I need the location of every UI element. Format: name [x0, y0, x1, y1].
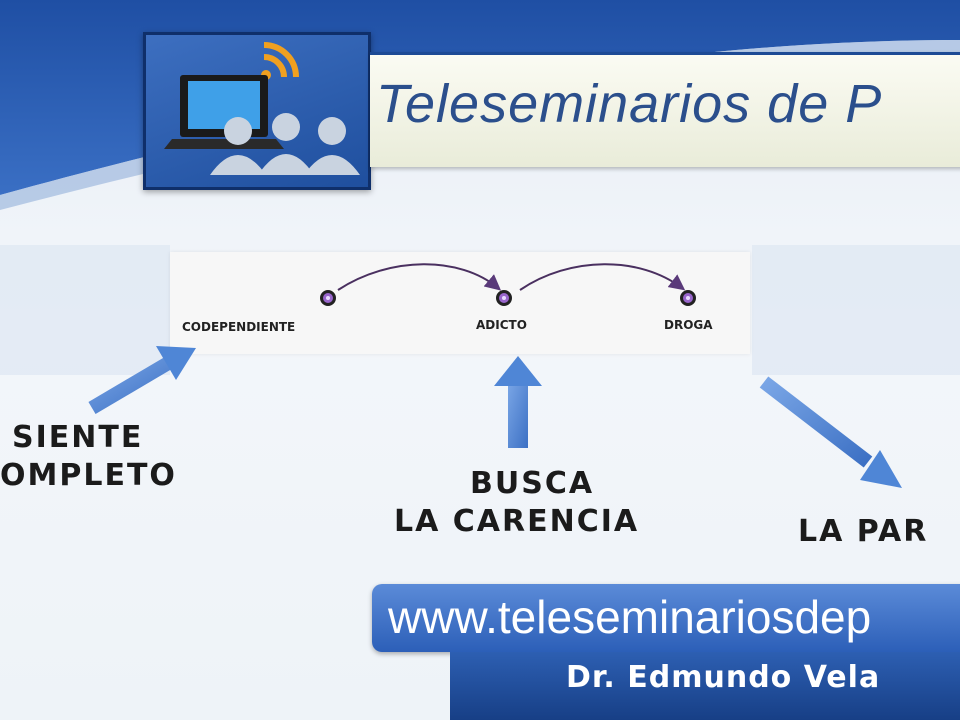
website-url: www.teleseminariosdep [388, 591, 872, 643]
node-codependiente [320, 290, 336, 306]
connector-codependiente-adicto [337, 263, 502, 291]
node-label-codependiente: CODEPENDIENTE [182, 320, 296, 334]
author-bar: Dr. Edmundo Vela [450, 652, 960, 720]
right-soft-panel [752, 245, 960, 375]
left-annotation-line1: SIENTE [12, 420, 144, 455]
arrow-up-icon [494, 356, 542, 448]
left-soft-panel [0, 245, 170, 375]
node-label-adicto: ADICTO [476, 318, 527, 332]
center-annotation-line2: LA CARENCIA [394, 504, 640, 539]
logo [143, 32, 371, 190]
page-title: Teleseminarios de P [376, 74, 883, 134]
arrow-down-right-icon [759, 376, 902, 488]
author-name: Dr. Edmundo Vela [566, 660, 881, 695]
header-bar: Teleseminarios de P [370, 52, 960, 167]
node-adicto [496, 290, 512, 306]
url-bar: www.teleseminariosdep [372, 584, 960, 652]
node-label-droga: DROGA [664, 318, 713, 332]
right-annotation: LA PAR [798, 514, 929, 549]
laptop-audience-icon [164, 42, 360, 175]
left-annotation-line2: OMPLETO [0, 458, 177, 493]
center-annotation-line1: BUSCA [470, 466, 595, 501]
node-droga [680, 290, 696, 306]
diagram-box: CODEPENDIENTE ADICTO DROGA [170, 252, 750, 354]
connector-adicto-droga [519, 263, 686, 291]
diagram-connectors [337, 263, 686, 291]
